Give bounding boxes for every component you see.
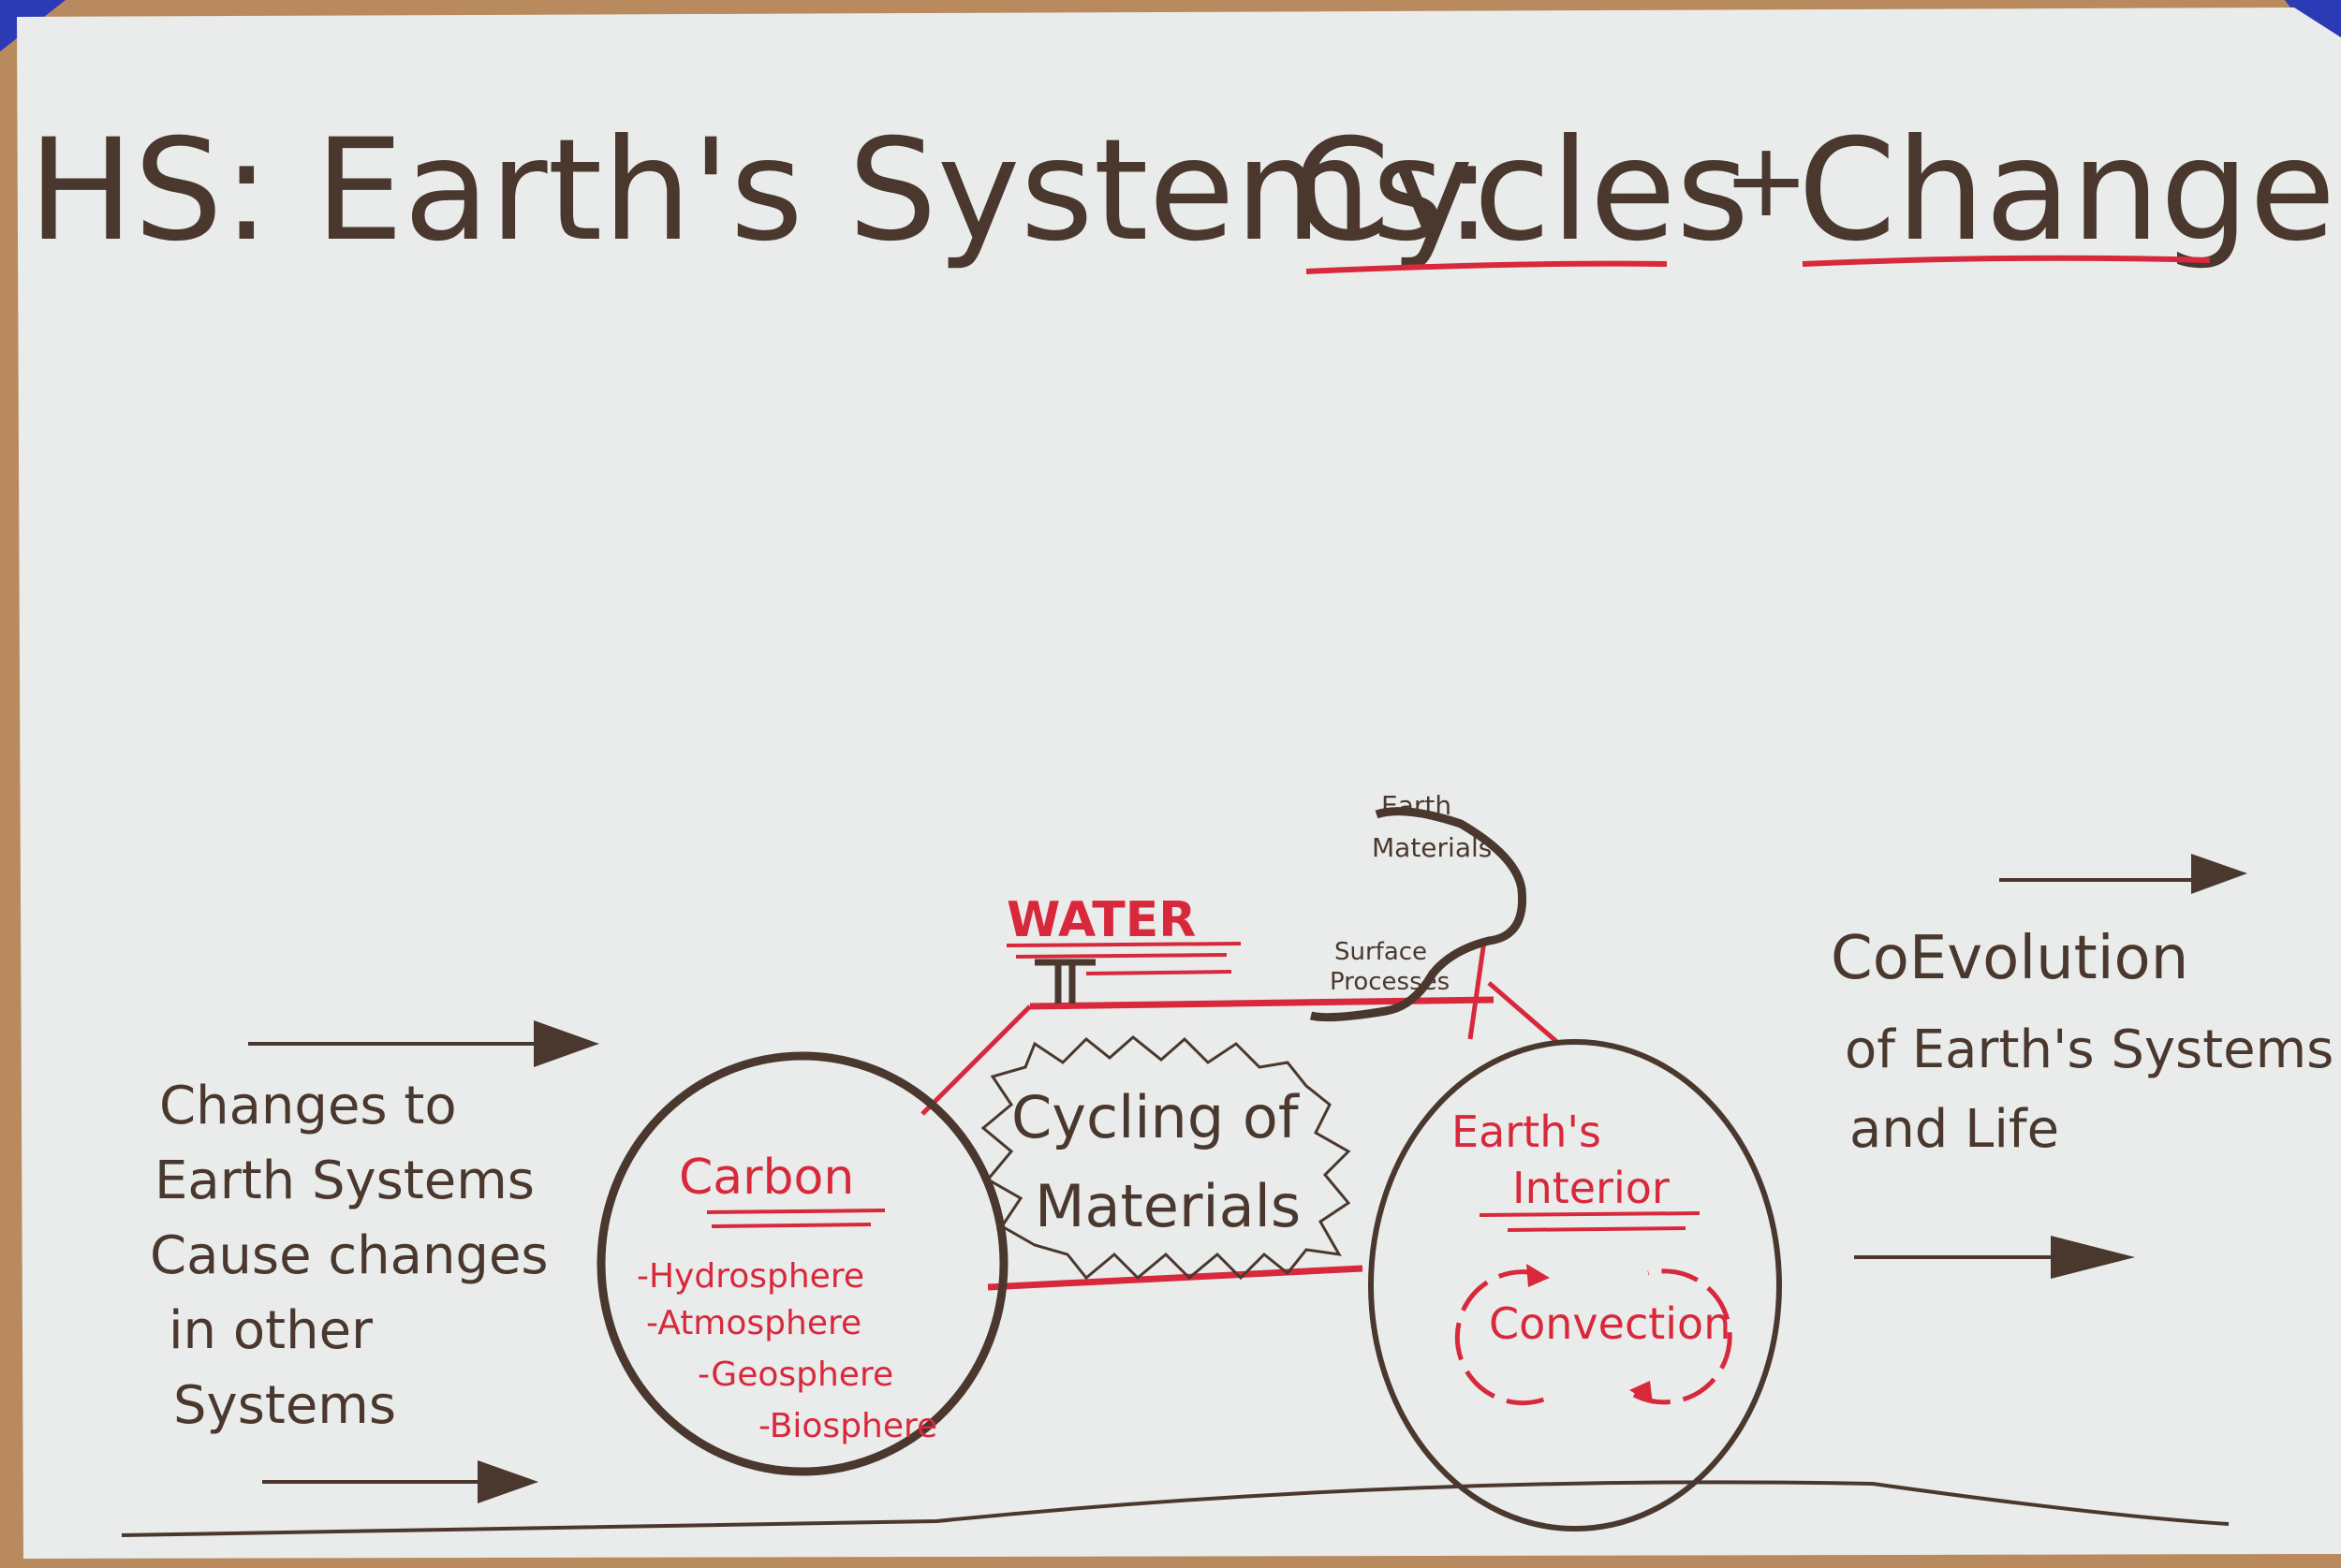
carbon-item-4: -Biosphere — [758, 1407, 937, 1445]
frame-center-line-2: Materials — [1035, 1172, 1301, 1240]
water-underline-1 — [1006, 942, 1242, 947]
cycles-underline — [1305, 260, 1668, 274]
convection-loop-right — [1632, 1268, 1732, 1405]
front-wheel — [1368, 1039, 1782, 1531]
seat-label-line-1: Earth — [1381, 790, 1451, 821]
fork-left — [1467, 940, 1487, 1040]
carbon-item-2: -Atmosphere — [646, 1304, 861, 1342]
title-plus: + — [1723, 120, 1809, 240]
carbon-item-3: -Geosphere — [698, 1356, 893, 1394]
front-wheel-title-line-1: Earth's — [1451, 1106, 1601, 1157]
cycling-burst-outline — [980, 1035, 1351, 1281]
right-note: CoEvolution of Earth's Systems and Life — [1831, 854, 2341, 1279]
title-word-cycles: Cycles — [1292, 110, 1749, 272]
seat-post-curve — [1309, 807, 1527, 1022]
seat-label-line-2: Materials — [1372, 832, 1492, 863]
back-wheel-title: Carbon — [679, 1150, 854, 1206]
right-note-line-3: and Life — [1849, 1099, 2059, 1160]
front-wheel-center-convection: Convection — [1489, 1298, 1730, 1349]
convection-arrowhead-left — [1526, 1264, 1550, 1287]
left-note-line-3: Cause changes — [150, 1225, 549, 1286]
right-note-line-2: of Earth's Systems — [1845, 1019, 2334, 1080]
front-wheel-title-line-2: Interior — [1512, 1163, 1670, 1213]
convection-arrowhead-right — [1629, 1381, 1653, 1404]
svg-text:Changes to Earth Systems: Changes to Earth Systems Cause changes i… — [150, 1076, 565, 1436]
left-note-line-4: in other — [169, 1300, 374, 1361]
water-underline-3 — [1085, 970, 1232, 975]
handlebar-label-water: WATER — [1007, 892, 1196, 948]
interior-underline-1 — [1479, 1211, 1701, 1217]
left-arrow-bottom-head — [478, 1460, 538, 1503]
seat-post-label-line-1: Surface — [1334, 938, 1427, 966]
left-arrow-top-head — [534, 1020, 599, 1067]
title-word-changes: Changes — [1798, 110, 2341, 272]
left-note-line-5: Systems — [173, 1375, 396, 1436]
right-arrow-bottom-head — [2051, 1236, 2135, 1279]
bicycle-diagram: WATER Earth Materials Surface Processes … — [596, 790, 1782, 1531]
frame-center-line-1: Cycling of — [1011, 1083, 1301, 1151]
back-wheel — [596, 1051, 1009, 1476]
left-note-line-1: Changes to — [159, 1076, 457, 1136]
svg-text:-Hydrosphere -Atmosphere: -Hydrosphere -Atmosphere -Geosphere -Bio… — [637, 1257, 937, 1445]
paper-sheet — [17, 7, 2341, 1559]
ground-line — [121, 1480, 2230, 1537]
carbon-item-1: -Hydrosphere — [637, 1257, 864, 1296]
left-note-line-2: Earth Systems — [155, 1150, 535, 1211]
fork-right — [1487, 981, 1561, 1046]
water-underline-2 — [1015, 953, 1228, 959]
changes-underline — [1802, 255, 2211, 267]
carbon-underline-1 — [706, 1209, 886, 1214]
frame-seat-stay — [920, 1004, 1032, 1116]
svg-text:Earth Materials: Earth Materials — [1372, 790, 1492, 863]
svg-text:Surface Processes: Surface Processes — [1330, 938, 1450, 996]
carbon-underline-2 — [711, 1223, 872, 1228]
title-group: HS: Earth's Systems: Cycles + Changes — [28, 110, 2341, 274]
convection-loop-left — [1454, 1269, 1556, 1406]
svg-text:Earth's Interior: Earth's Interior — [1451, 1106, 1670, 1213]
right-note-line-1: CoEvolution — [1831, 924, 2188, 993]
svg-text:Cycling of Materials: Cycling of Materials — [1011, 1083, 1317, 1240]
frame-bottom-tube — [987, 1265, 1363, 1291]
right-arrow-top-head — [2191, 854, 2247, 894]
title-prefix: HS: Earth's Systems: — [28, 110, 1493, 272]
svg-text:CoEvolution of Earth's S: CoEvolution of Earth's Systems and Life — [1831, 924, 2341, 1160]
left-note: Changes to Earth Systems Cause changes i… — [150, 1020, 599, 1503]
interior-underline-2 — [1507, 1226, 1686, 1232]
seat-post-label-line-2: Processes — [1330, 968, 1450, 996]
